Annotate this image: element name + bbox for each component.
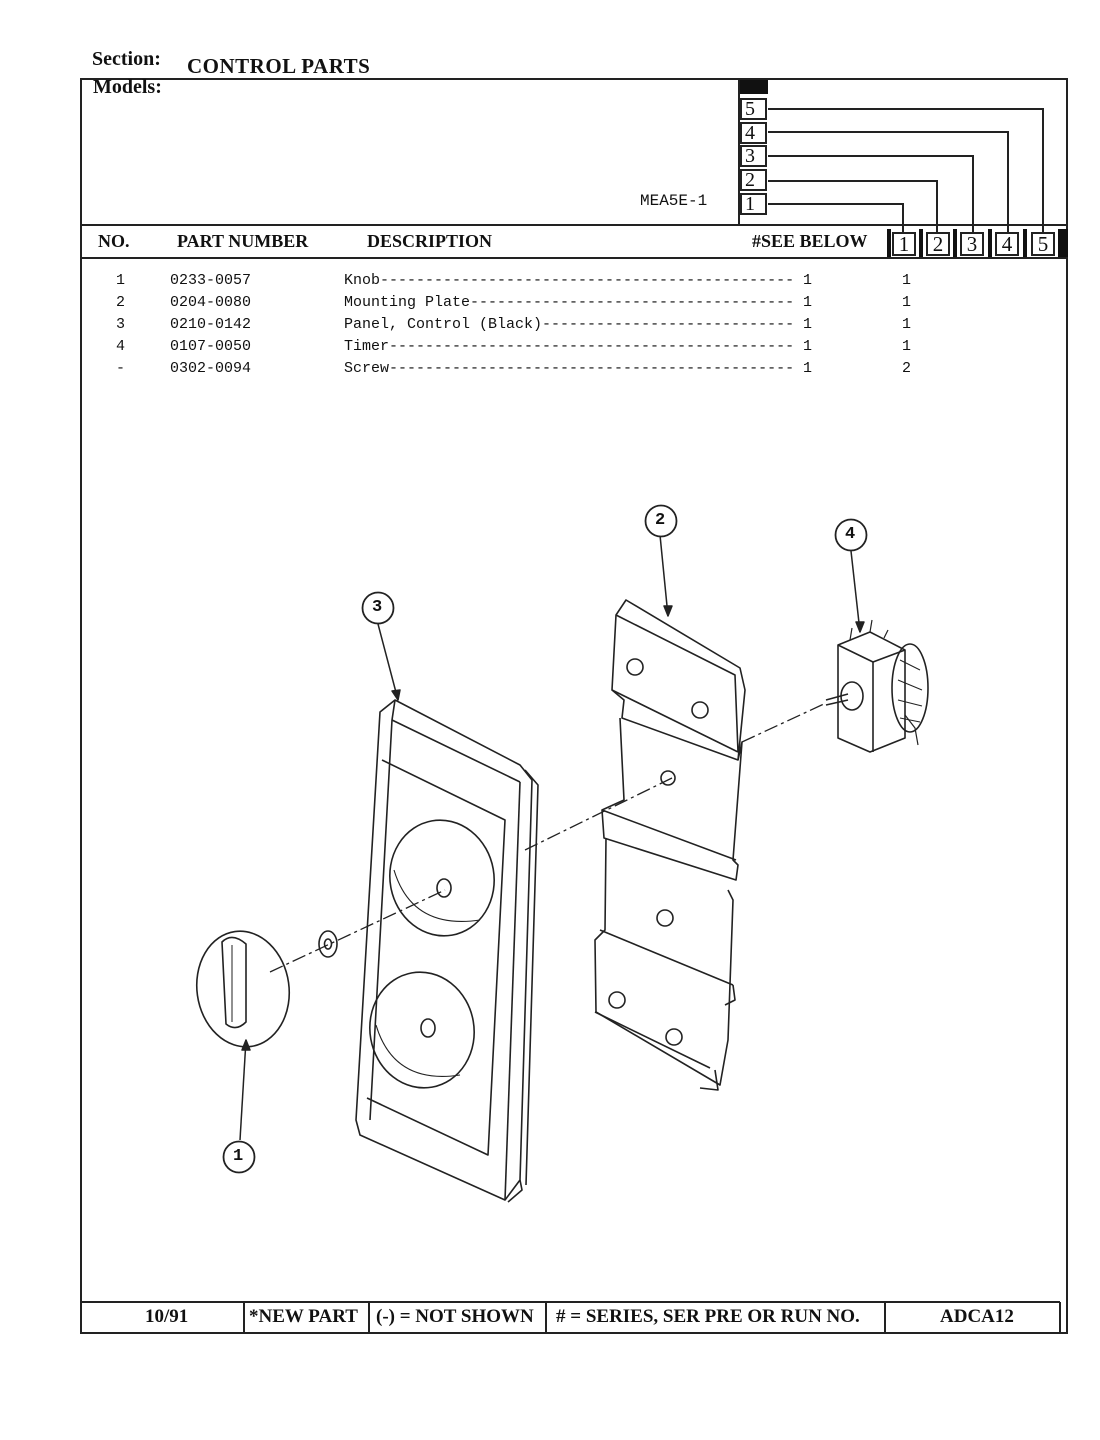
part-qty: 1 (803, 338, 813, 355)
callout-3: 3 (361, 591, 395, 625)
control-panel-part (355, 699, 539, 1203)
callout-3-label: 3 (372, 598, 383, 617)
callout-leaders (239, 534, 865, 1141)
footer-date: 10/91 (145, 1306, 189, 1327)
model-code: MEA5E-1 (640, 192, 708, 210)
callout-4: 4 (834, 518, 868, 552)
part-no: 3 (116, 316, 126, 333)
column-header-no: NO. (98, 231, 130, 251)
callout-4-label: 4 (845, 525, 856, 544)
series-stack-2: 2 (740, 169, 767, 191)
series-stack-1: 1 (740, 193, 767, 215)
series-header-5: 5 (1031, 232, 1055, 256)
callout-2-label: 2 (655, 511, 666, 530)
part-description: Timer-----------------------------------… (344, 338, 795, 355)
part-number: 0107-0050 (170, 338, 252, 355)
part-qty: 1 (803, 272, 813, 289)
footer-new-part: *NEW PART (249, 1306, 358, 1327)
part-series-1: 1 (902, 272, 912, 289)
callout-1-label: 1 (233, 1147, 244, 1166)
part-series-1: 1 (902, 294, 912, 311)
callout-1: 1 (222, 1140, 256, 1174)
part-series-1: 2 (902, 360, 912, 377)
part-description: Panel, Control (Black)------------------… (344, 316, 795, 333)
part-number: 0210-0142 (170, 316, 252, 333)
part-no: - (116, 360, 126, 377)
part-no: 2 (116, 294, 126, 311)
part-series-1: 1 (902, 338, 912, 355)
part-number: 0302-0094 (170, 360, 252, 377)
washer-part (318, 930, 338, 958)
series-header-4: 4 (995, 232, 1019, 256)
models-label: Models: (93, 76, 162, 98)
part-description: Knob------------------------------------… (344, 272, 795, 289)
callout-2: 2 (644, 504, 678, 538)
series-stack-3: 3 (740, 145, 767, 167)
part-qty: 1 (803, 316, 813, 333)
section-title: CONTROL PARTS (187, 54, 371, 78)
part-no: 1 (116, 272, 126, 289)
series-header-1: 1 (892, 232, 916, 256)
footer-code: ADCA12 (940, 1306, 1014, 1327)
column-header-part-number: PART NUMBER (177, 231, 309, 251)
footer-series-note: # = SERIES, SER PRE OR RUN NO. (556, 1306, 860, 1327)
series-stack-5: 5 (740, 98, 767, 120)
part-qty: 1 (803, 360, 813, 377)
part-number: 0233-0057 (170, 272, 252, 289)
assembly-axis-line (269, 702, 827, 973)
timer-part (825, 619, 929, 753)
part-no: 4 (116, 338, 126, 355)
part-qty: 1 (803, 294, 813, 311)
section-label: Section: (92, 48, 161, 70)
knob-part (195, 930, 291, 1048)
column-header-see-below: #SEE BELOW (752, 231, 868, 251)
series-header-3: 3 (960, 232, 984, 256)
column-header-description: DESCRIPTION (367, 231, 493, 251)
part-number: 0204-0080 (170, 294, 252, 311)
series-stack-4: 4 (740, 122, 767, 144)
part-description: Mounting Plate--------------------------… (344, 294, 795, 311)
series-header-2: 2 (926, 232, 950, 256)
footer-not-shown: (-) = NOT SHOWN (376, 1306, 534, 1327)
part-description: Screw-----------------------------------… (344, 360, 795, 377)
part-series-1: 1 (902, 316, 912, 333)
mounting-plate-part (594, 599, 746, 1091)
